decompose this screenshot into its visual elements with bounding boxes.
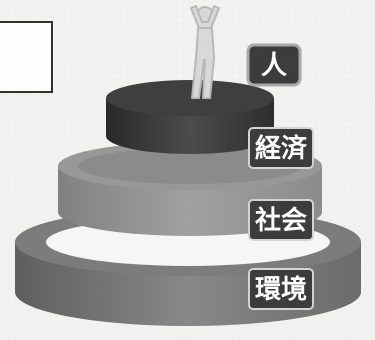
layered-diagram: 人 経済 社会 環境 <box>0 0 375 340</box>
diagram-svg: 人 経済 社会 環境 <box>0 0 375 340</box>
grain-overlay <box>0 0 375 340</box>
